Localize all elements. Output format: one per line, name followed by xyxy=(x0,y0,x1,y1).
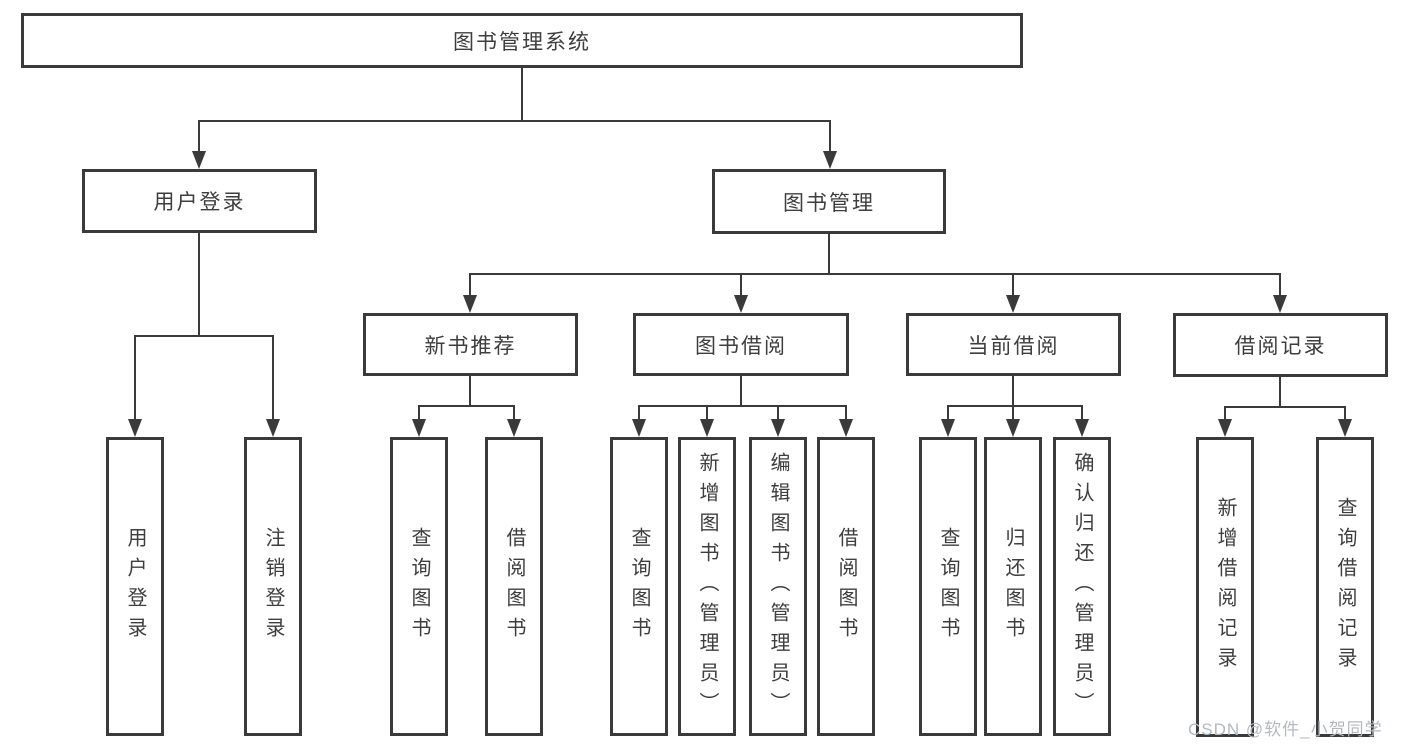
arrowhead xyxy=(839,419,853,437)
leaf-return-books: 归还图书 xyxy=(984,437,1042,736)
connector-drop-book-management xyxy=(829,120,831,152)
leaf-query-books-current: 查询图书 xyxy=(919,437,977,736)
arrowhead xyxy=(1075,419,1089,437)
node-library-management-system: 图书管理系统 xyxy=(21,13,1023,68)
node-borrowing-records: 借阅记录 xyxy=(1173,313,1388,377)
leaf-borrow-books-borrowing: 借阅图书 xyxy=(817,437,875,736)
arrowhead-book-management xyxy=(823,151,837,169)
connector-records-stem xyxy=(1279,377,1281,406)
leaf-add-borrow-record: 新增借阅记录 xyxy=(1196,437,1254,737)
connector-drop xyxy=(1081,405,1083,420)
connector-drop-borrow-records xyxy=(1279,273,1281,296)
connector-root-stem xyxy=(521,68,523,120)
connector-drop xyxy=(845,405,847,420)
connector-current-bus xyxy=(947,405,1083,407)
connector-drop xyxy=(706,405,708,420)
connector-records-bus xyxy=(1224,406,1346,408)
node-new-book-recommendation: 新书推荐 xyxy=(363,313,578,376)
leaf-query-borrow-record: 查询借阅记录 xyxy=(1316,437,1374,737)
connector-mgmt-stem xyxy=(828,233,830,273)
node-user-login: 用户登录 xyxy=(82,169,317,233)
connector-drop xyxy=(418,405,420,420)
node-current-borrowing: 当前借阅 xyxy=(906,313,1121,376)
arrowhead xyxy=(1218,419,1232,437)
csdn-watermark: CSDN @软件_小贺同学 xyxy=(1188,720,1383,739)
connector-drop xyxy=(777,405,779,420)
arrowhead xyxy=(771,419,785,437)
arrowhead xyxy=(507,419,521,437)
arrowhead-current-borrow xyxy=(1006,295,1020,313)
arrowhead xyxy=(1338,419,1352,437)
connector-drop-current-borrow xyxy=(1012,273,1014,296)
connector-newbook-stem xyxy=(469,376,471,405)
connector-drop-book-borrow xyxy=(740,273,742,296)
connector-drop xyxy=(1344,406,1346,420)
connector-drop xyxy=(947,405,949,420)
arrowhead xyxy=(632,419,646,437)
connector-borrow-stem xyxy=(740,376,742,405)
leaf-query-books-borrowing: 查询图书 xyxy=(610,437,668,736)
leaf-borrow-books-recommend: 借阅图书 xyxy=(485,437,543,736)
connector-level1-bus xyxy=(198,120,831,122)
leaf-add-book-admin: 新增图书（管理员） xyxy=(678,437,736,736)
leaf-user-login: 用户登录 xyxy=(106,437,164,736)
connector-drop-leaf-login xyxy=(134,335,136,420)
connector-login-stem xyxy=(198,233,200,335)
connector-drop-user-login xyxy=(198,120,200,152)
leaf-query-books-recommend: 查询图书 xyxy=(390,437,448,736)
connector-drop-new-book xyxy=(469,273,471,296)
arrowhead-new-book xyxy=(463,295,477,313)
connector-drop-leaf-logout xyxy=(272,335,274,420)
arrowhead-borrow-records xyxy=(1273,295,1287,313)
connector-drop xyxy=(1224,406,1226,420)
arrowhead-book-borrow xyxy=(734,295,748,313)
connector-level2-bus xyxy=(469,273,1281,275)
leaf-logout: 注销登录 xyxy=(244,437,302,736)
arrowhead-leaf-logout xyxy=(266,419,280,437)
leaf-confirm-return-admin: 确认归还（管理员） xyxy=(1053,437,1111,736)
arrowhead xyxy=(412,419,426,437)
node-book-management: 图书管理 xyxy=(712,169,946,234)
connector-current-stem xyxy=(1012,376,1014,405)
connector-newbook-bus xyxy=(418,405,515,407)
arrowhead-user-login xyxy=(192,151,206,169)
connector-login-bus xyxy=(134,335,274,337)
connector-borrow-bus xyxy=(638,405,847,407)
node-book-borrowing: 图书借阅 xyxy=(633,313,849,376)
leaf-edit-book-admin: 编辑图书（管理员） xyxy=(749,437,807,736)
arrowhead xyxy=(700,419,714,437)
connector-drop xyxy=(1012,405,1014,420)
arrowhead xyxy=(941,419,955,437)
connector-drop xyxy=(513,405,515,420)
arrowhead xyxy=(1006,419,1020,437)
arrowhead-leaf-login xyxy=(128,419,142,437)
connector-drop xyxy=(638,405,640,420)
